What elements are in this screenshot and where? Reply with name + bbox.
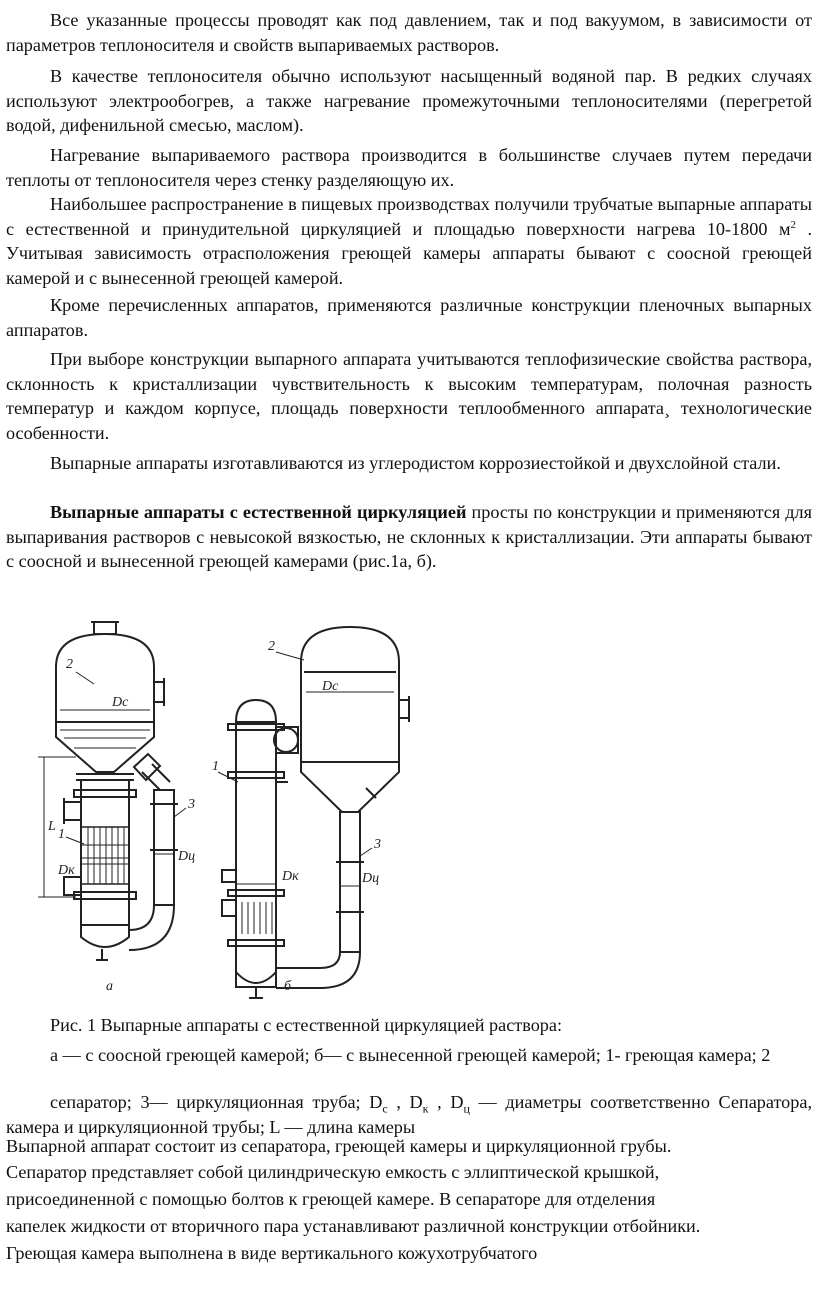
caption-line-1: а — с соосной греющей камерой; б— с выне… <box>50 1045 771 1065</box>
label-b-dc: Dc <box>321 679 339 694</box>
label-a-letter: а <box>106 979 113 994</box>
label-b-2: 2 <box>268 639 275 654</box>
bold-term: Выпарные аппараты с естественной циркуля… <box>50 502 467 522</box>
label-b-1: 1 <box>212 759 219 774</box>
label-a-dc: Dc <box>111 695 129 710</box>
text-line-4: капелек жидкости от вторичного пара уста… <box>6 1216 701 1236</box>
paragraph-3: Нагревание выпариваемого раствора произв… <box>6 145 812 190</box>
paragraph-7: Выпарные аппараты изготавливаются из угл… <box>50 453 781 473</box>
paragraph-8: Выпарные аппараты с естественной циркуля… <box>6 502 812 571</box>
apparatus-a <box>38 621 187 961</box>
evaporator-figure: 2 Dc L 1 3 Dк Dц а <box>38 621 410 999</box>
label-a-dts: Dц <box>177 849 195 864</box>
label-b-dk: Dк <box>281 869 299 884</box>
figure-caption: Рис. 1 Выпарные аппараты с естественной … <box>50 1015 563 1035</box>
label-b-letter: б <box>284 979 292 994</box>
text-line-3: присоединенной с помощью болтов к греюще… <box>6 1189 656 1209</box>
paragraph-5: Кроме перечисленных аппаратов, применяют… <box>6 295 812 340</box>
superscript-2: 2 <box>790 218 796 231</box>
text-line-1: Выпарной аппарат состоит из сепаратора, … <box>6 1136 672 1156</box>
paragraph-6: При выборе конструкции выпарного аппарат… <box>6 349 812 443</box>
label-a-dk: Dк <box>57 863 75 878</box>
paragraph-1: Все указанные процессы проводят как под … <box>6 10 812 55</box>
apparatus-b <box>217 625 410 999</box>
figure-labels-a: 2 Dc L 1 3 Dк Dц а <box>47 657 195 994</box>
text-line-5: Греющая камера выполнена в виде вертикал… <box>6 1243 538 1263</box>
paragraph-4: Наибольшее распространение в пищевых про… <box>6 194 813 288</box>
text-line-2: Сепаратор представляет собой цилиндричес… <box>6 1162 660 1182</box>
label-b-dts: Dц <box>361 871 379 886</box>
label-a-3: 3 <box>187 797 195 812</box>
label-a-1: 1 <box>58 827 65 842</box>
label-b-3: 3 <box>373 837 381 852</box>
label-a-l: L <box>47 819 56 834</box>
label-a-2: 2 <box>66 657 73 672</box>
figure-labels-b: 2 Dc 1 3 Dк Dц б <box>212 639 381 994</box>
caption-line-2: сепаратор; 3— циркуляционная труба; Dc ,… <box>6 1092 812 1137</box>
paragraph-2: В качестве теплоносителя обычно использу… <box>6 66 812 135</box>
